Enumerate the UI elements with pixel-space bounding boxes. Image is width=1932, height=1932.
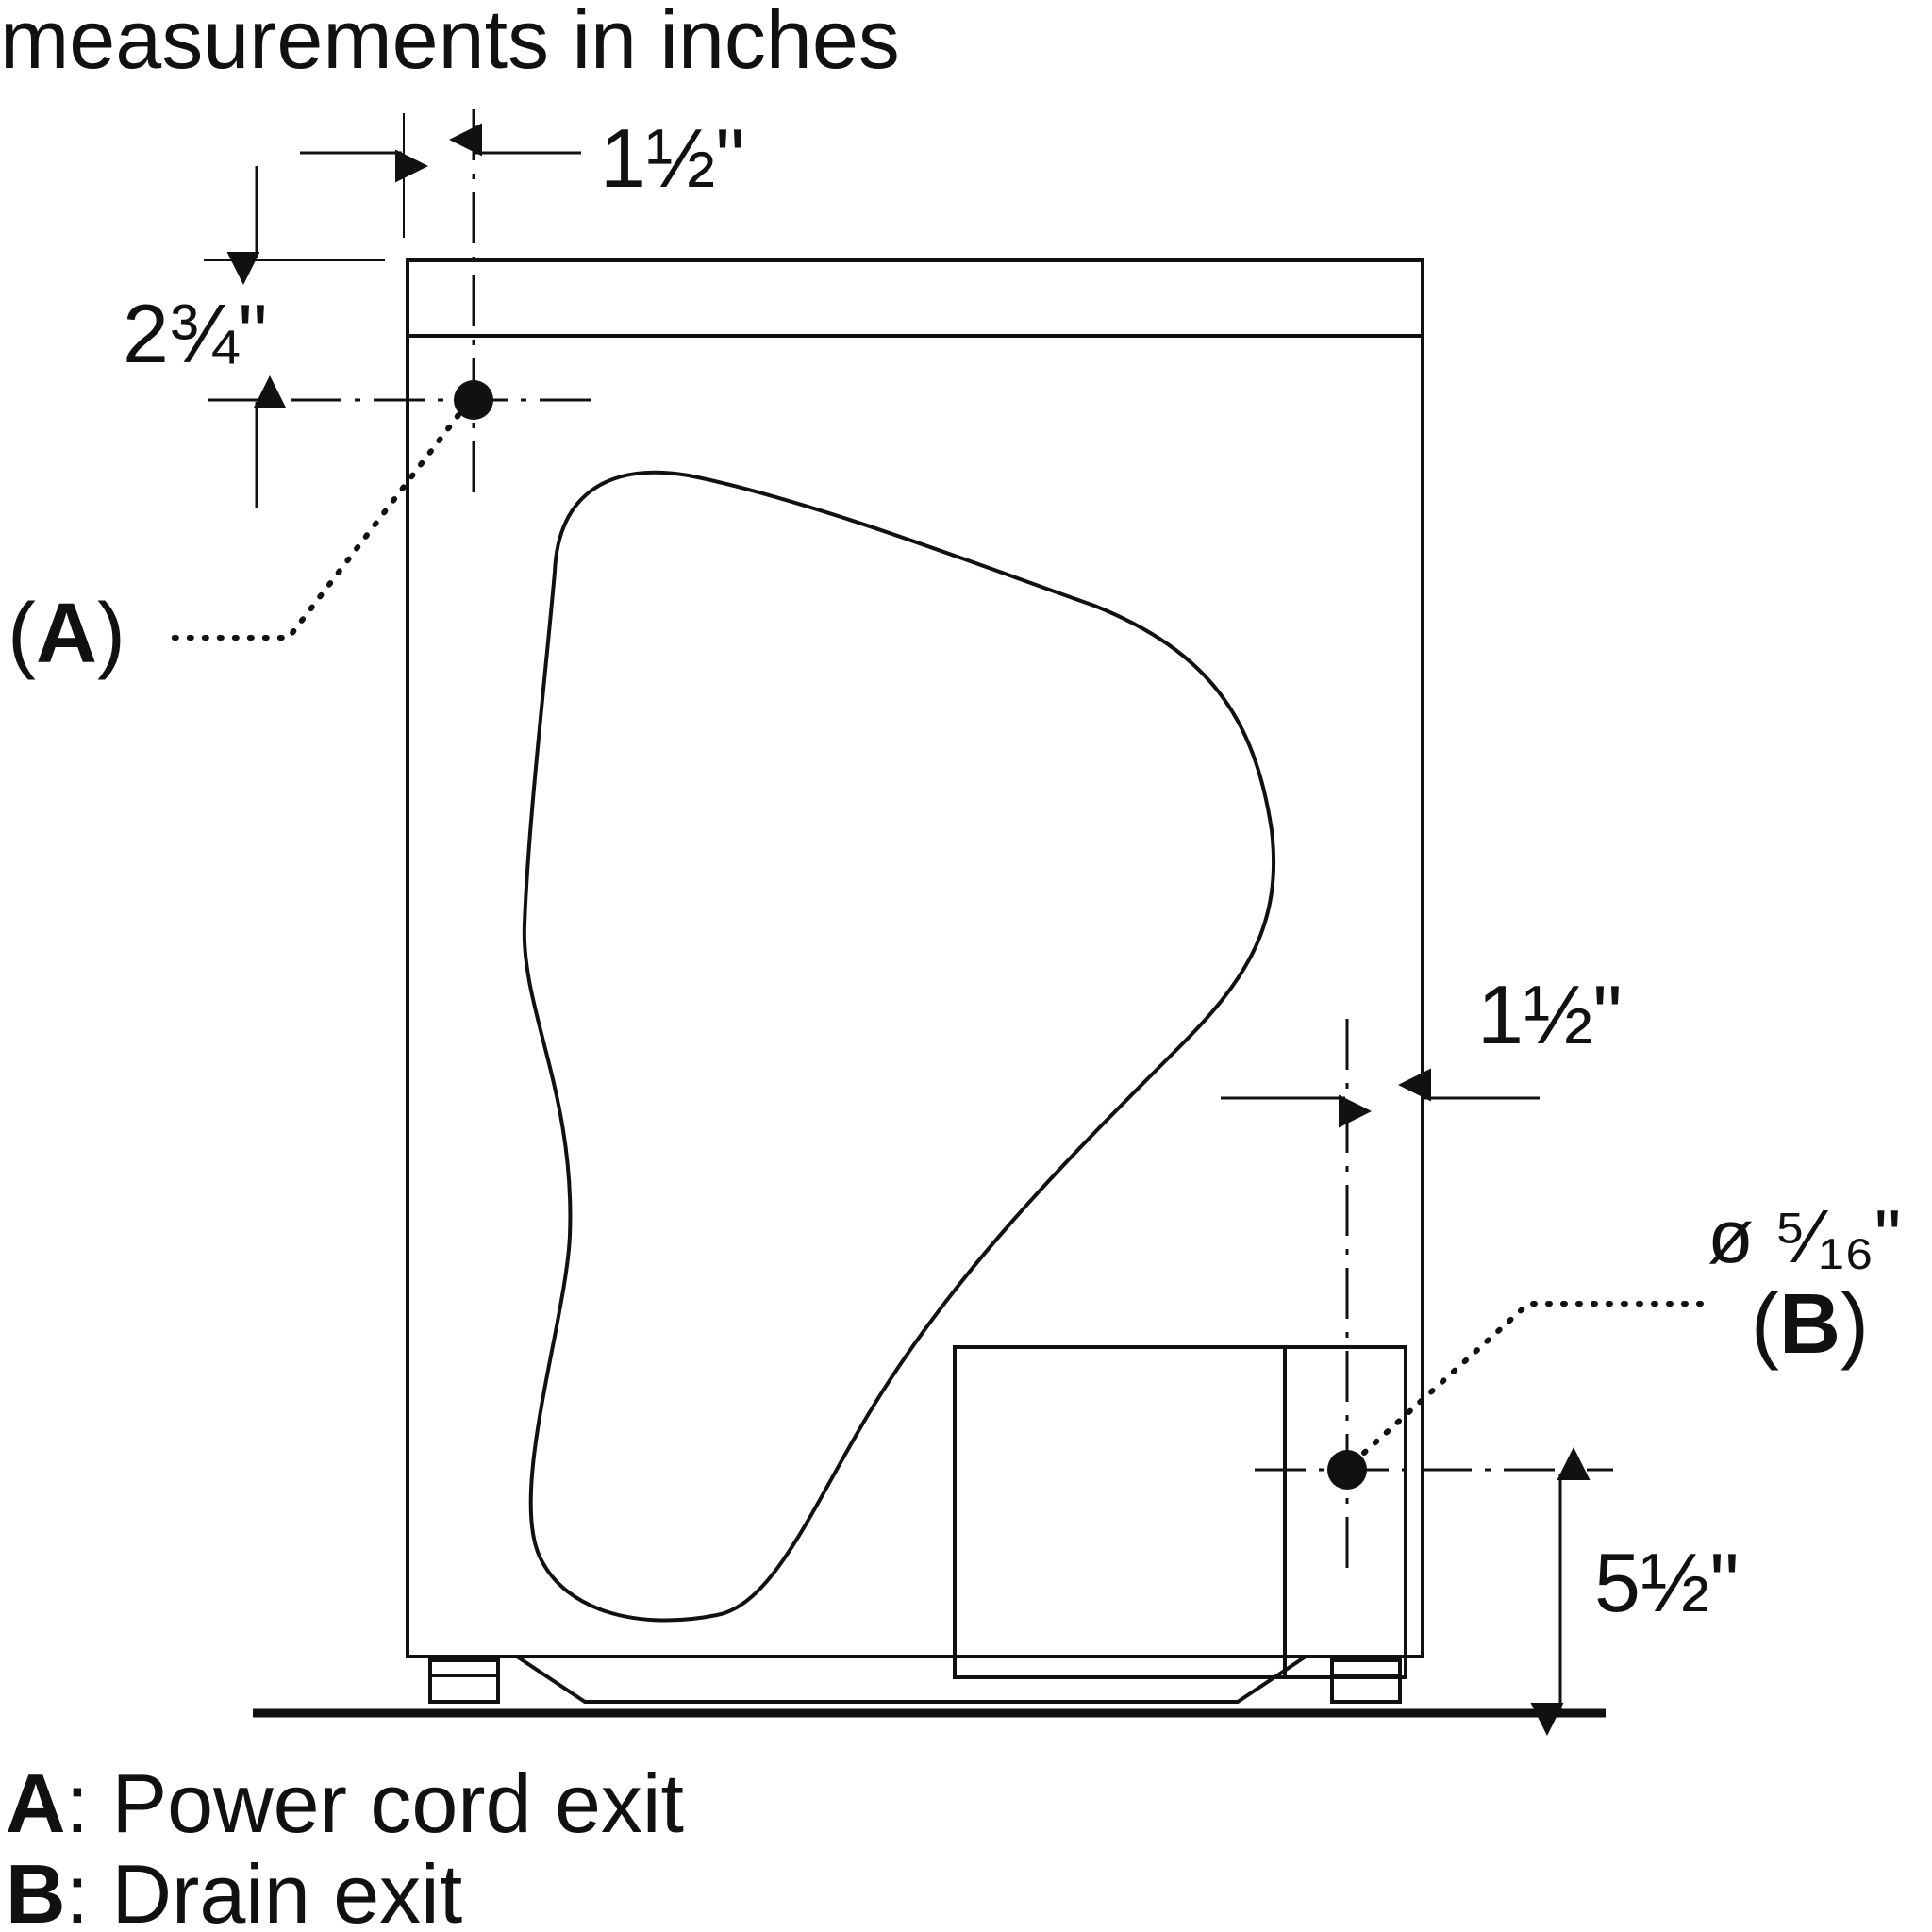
cabinet: [406, 258, 1424, 1658]
drain-housing-box: [953, 1345, 1407, 1679]
legend: A: Power cord exit B: Drain exit: [6, 1757, 684, 1932]
dim-b-right: 1½": [1221, 968, 1623, 1128]
dim-a-left-label: 1½": [600, 111, 745, 205]
left-foot: [428, 1658, 500, 1704]
point-b-leader: [1361, 1301, 1707, 1456]
point-b: [1255, 1019, 1707, 1568]
callout-a: (A): [8, 587, 125, 681]
power-cord-exit-marker: [454, 380, 493, 420]
dim-a-top-label: 2¾": [123, 287, 268, 380]
cabinet-body: [406, 258, 1424, 1658]
dim-b-right-label: 1½": [1477, 968, 1623, 1061]
drain-housing: [953, 1345, 1407, 1679]
point-a-leader: [159, 412, 461, 641]
legend-item-a: A: Power cord exit: [6, 1757, 684, 1850]
right-foot: [1330, 1658, 1402, 1704]
legend-item-b: B: Drain exit: [6, 1847, 462, 1932]
dim-b-floor-label: 5½": [1594, 1536, 1740, 1629]
dim-a-left: 1½": [300, 111, 745, 238]
rear-panel-outline: [522, 470, 1276, 1623]
dim-b-diameter-label: ø ⁵⁄₁₆": [1707, 1194, 1901, 1278]
units-heading: measurements in inches: [0, 0, 900, 86]
base-recess: [408, 1655, 1423, 1704]
dim-b-floor: 5½": [1530, 1447, 1740, 1736]
drain-exit-marker: [1327, 1450, 1367, 1490]
base: [253, 1655, 1606, 1718]
dim-a-top: 2¾": [123, 166, 385, 508]
callout-b: (B): [1751, 1277, 1869, 1372]
